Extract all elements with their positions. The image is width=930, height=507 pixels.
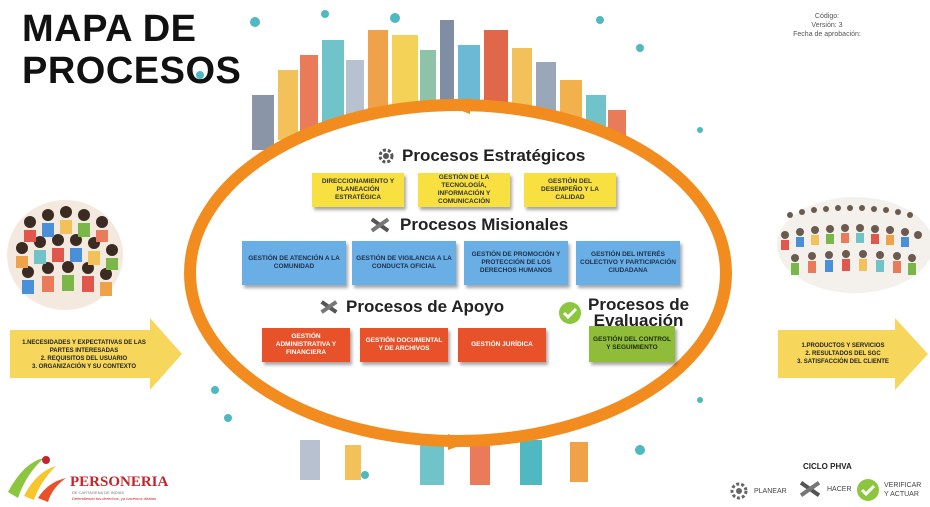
misional-box-4: GESTIÓN DEL INTERÉS COLECTIVO Y PARTICIP… <box>576 241 680 285</box>
page-title-line1: MAPA DE <box>22 8 197 50</box>
apoyo-box-1: GESTIÓN ADMINISTRATIVA Y FINANCIERA <box>262 328 350 362</box>
apoyo-box-2: GESTIÓN DOCUMENTAL Y DE ARCHIVOS <box>360 328 448 362</box>
logo-subtitle-2: Defendiendo tus derechos, ya hacemos dis… <box>72 496 157 501</box>
logo-name: PERSONERIA <box>70 474 169 490</box>
evaluacion-title: Procesos de Evaluación <box>588 295 690 330</box>
crowd-right-illustration <box>777 197 930 293</box>
estrategicos-header: Procesos Estratégicos <box>376 146 585 166</box>
inputs-arrow <box>10 318 182 390</box>
evaluacion-header: Procesos de Evaluación <box>558 295 690 330</box>
tools-icon <box>370 217 390 233</box>
planear-label: PLANEAR <box>754 487 787 495</box>
misionales-header: Procesos Misionales <box>368 215 568 235</box>
gear-icon <box>730 482 748 500</box>
verificar-line1: VERIFICAR <box>884 482 922 489</box>
verificar-label: VERIFICAR Y ACTUAR <box>884 481 921 499</box>
document-metadata: Código: Versión: 3 Fecha de aprobación: <box>772 12 882 39</box>
estrategico-box-3: GESTIÓN DEL DESEMPEÑO Y LA CALIDAD <box>524 173 616 207</box>
bottom-skyline-illustration <box>300 440 588 485</box>
phva-verificar: VERIFICAR Y ACTUAR <box>856 478 921 502</box>
wrench-icon <box>320 300 338 314</box>
tools-icon <box>799 481 821 497</box>
page-title-line2: PROCESOS <box>22 50 242 92</box>
apoyo-title: Procesos de Apoyo <box>346 297 505 316</box>
misionales-title: Procesos Misionales <box>400 215 569 234</box>
personeria-logo: PERSONERIA DE CARTAGENA DE INDIAS Defend… <box>4 452 194 504</box>
version-label: Versión: 3 <box>811 22 843 29</box>
evaluacion-title-line1: Procesos de <box>588 295 690 314</box>
ring-arrowhead-bottom <box>448 434 470 450</box>
output-line-2: 2. RESULTADOS DEL SGC <box>805 351 881 357</box>
apoyo-box-3: GESTIÓN JURÍDICA <box>458 328 546 362</box>
page-title: MAPA DE PROCESOS <box>22 8 241 92</box>
input-line-1: 1.NECESIDADES Y EXPECTATIVAS DE LAS PART… <box>22 340 146 354</box>
gear-icon <box>378 148 394 164</box>
input-line-3: 3. ORGANIZACIÓN Y SU CONTEXTO <box>31 364 136 370</box>
evaluacion-title-line2: Evaluación <box>593 311 684 330</box>
check-circle-icon <box>857 479 879 501</box>
hacer-label: HACER <box>827 485 852 493</box>
skyline-illustration <box>252 20 626 155</box>
inputs-text: 1.NECESIDADES Y EXPECTATIVAS DE LAS PART… <box>16 339 152 371</box>
estrategico-box-1: DIRECCIONAMIENTO Y PLANEACIÓN ESTRATÉGIC… <box>312 173 404 207</box>
outputs-text: 1.PRODUCTOS Y SERVICIOS 2. RESULTADOS DE… <box>784 342 902 366</box>
phva-hacer: HACER <box>797 478 852 500</box>
crowd-left-illustration <box>7 200 123 310</box>
misional-box-2: GESTIÓN DE VIGILANCIA A LA CONDUCTA OFIC… <box>352 241 456 285</box>
ciclo-title: CICLO PHVA <box>803 462 852 471</box>
check-circle-icon <box>559 302 581 324</box>
logo-mark-icon <box>8 456 66 502</box>
outputs-arrow <box>778 318 928 390</box>
output-line-1: 1.PRODUCTOS Y SERVICIOS <box>801 343 885 349</box>
phva-planear: PLANEAR <box>728 480 787 502</box>
logo-subtitle-1: DE CARTAGENA DE INDIAS <box>72 490 125 495</box>
apoyo-header: Procesos de Apoyo <box>318 297 504 317</box>
misional-box-1: GESTIÓN DE ATENCIÓN A LA COMUNIDAD <box>242 241 346 285</box>
decorative-dots <box>196 10 703 479</box>
ring-arrowhead-top <box>448 98 470 114</box>
misional-box-3: GESTIÓN DE PROMOCIÓN Y PROTECCIÓN DE LOS… <box>464 241 568 285</box>
input-line-2: 2. REQUISITOS DEL USUARIO <box>40 356 128 362</box>
verificar-line2: Y ACTUAR <box>884 491 919 498</box>
fecha-label: Fecha de aprobación: <box>793 31 861 38</box>
output-line-3: 3. SATISFACCIÓN DEL CLIENTE <box>797 359 889 365</box>
evaluacion-box: GESTIÓN DEL CONTROL Y SEGUIMIENTO <box>589 326 675 362</box>
codigo-label: Código: <box>814 13 840 20</box>
estrategicos-title: Procesos Estratégicos <box>402 146 586 165</box>
estrategico-box-2: GESTIÓN DE LA TECNOLOGÍA, INFORMACIÓN Y … <box>418 173 510 207</box>
